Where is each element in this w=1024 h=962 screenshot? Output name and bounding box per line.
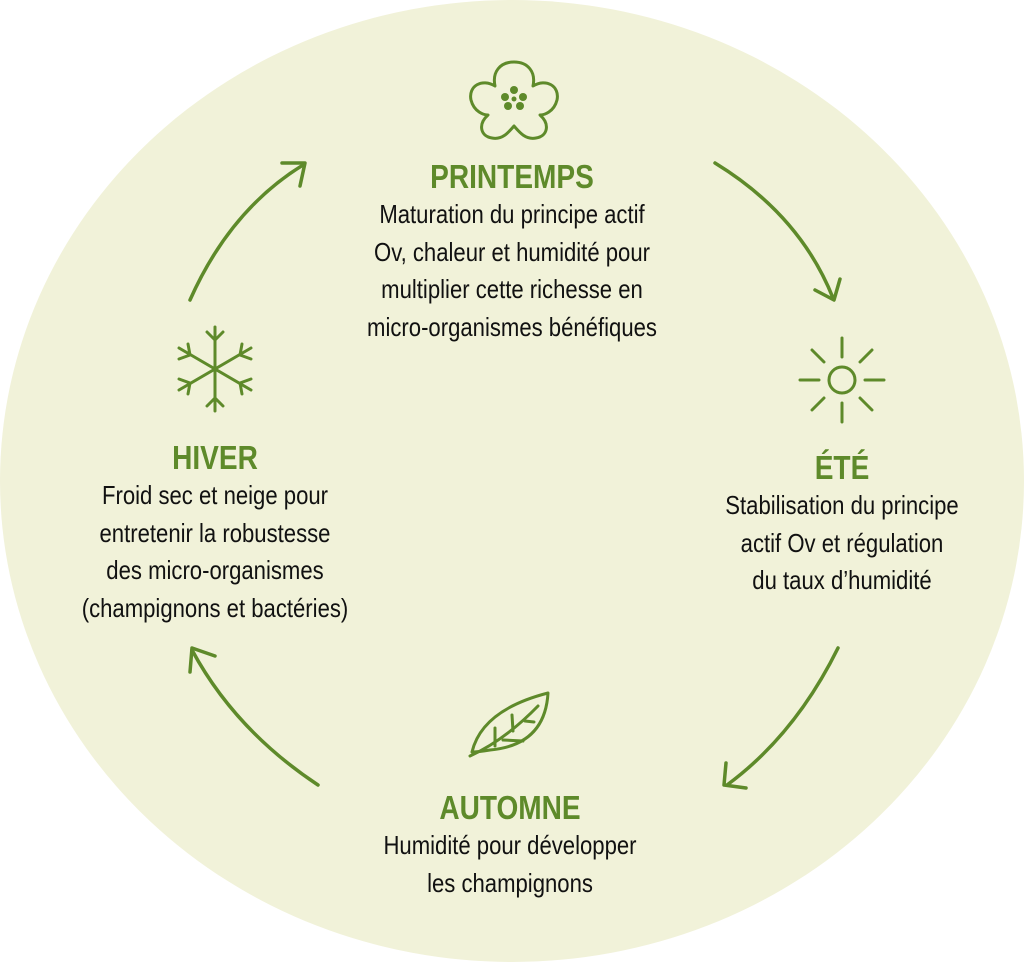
arrow-spring-to-summer [713,161,842,302]
sun-icon [798,336,886,424]
winter-text-line: des micro-organismes [106,555,324,585]
spring-section: PRINTEMPS Maturation du principe actif O… [341,158,682,346]
autumn-title: AUTOMNE [439,789,581,826]
spring-text-line: multiplier cette richesse en [381,274,643,304]
snowflake-icon [177,325,253,413]
winter-text-line: (champignons et bactéries) [81,592,349,623]
flower-icon [469,60,559,140]
spring-text-line: Ov, chaleur et humidité pour [374,236,650,267]
autumn-section: AUTOMNE Humidité pour développer les cha… [361,789,659,902]
summer-title: ÉTÉ [814,449,870,486]
spring-text-line: Maturation du principe actif [379,199,645,229]
autumn-text-line: Humidité pour développer [383,830,637,860]
summer-section: ÉTÉ Stabilisation du principe actif Ov e… [705,449,980,600]
spring-title: PRINTEMPS [430,158,594,195]
winter-text-line: Froid sec et neige pour [101,480,329,510]
spring-text-line: micro-organismes bénéfiques [367,311,657,342]
arrow-summer-to-autumn [722,646,840,790]
summer-text-line: du taux d’humidité [752,565,932,595]
summer-text-line: Stabilisation du principe [725,490,959,520]
leaf-icon [468,691,550,758]
arrow-autumn-to-winter [188,646,320,787]
summer-text-line: actif Ov et régulation [740,527,944,558]
arrow-winter-to-spring [188,161,307,302]
autumn-text-line: les champignons [427,867,593,898]
winter-title: HIVER [172,439,258,476]
winter-text-line: entretenir la robustesse [99,517,331,548]
winter-section: HIVER Froid sec et neige pour entretenir… [58,439,372,627]
